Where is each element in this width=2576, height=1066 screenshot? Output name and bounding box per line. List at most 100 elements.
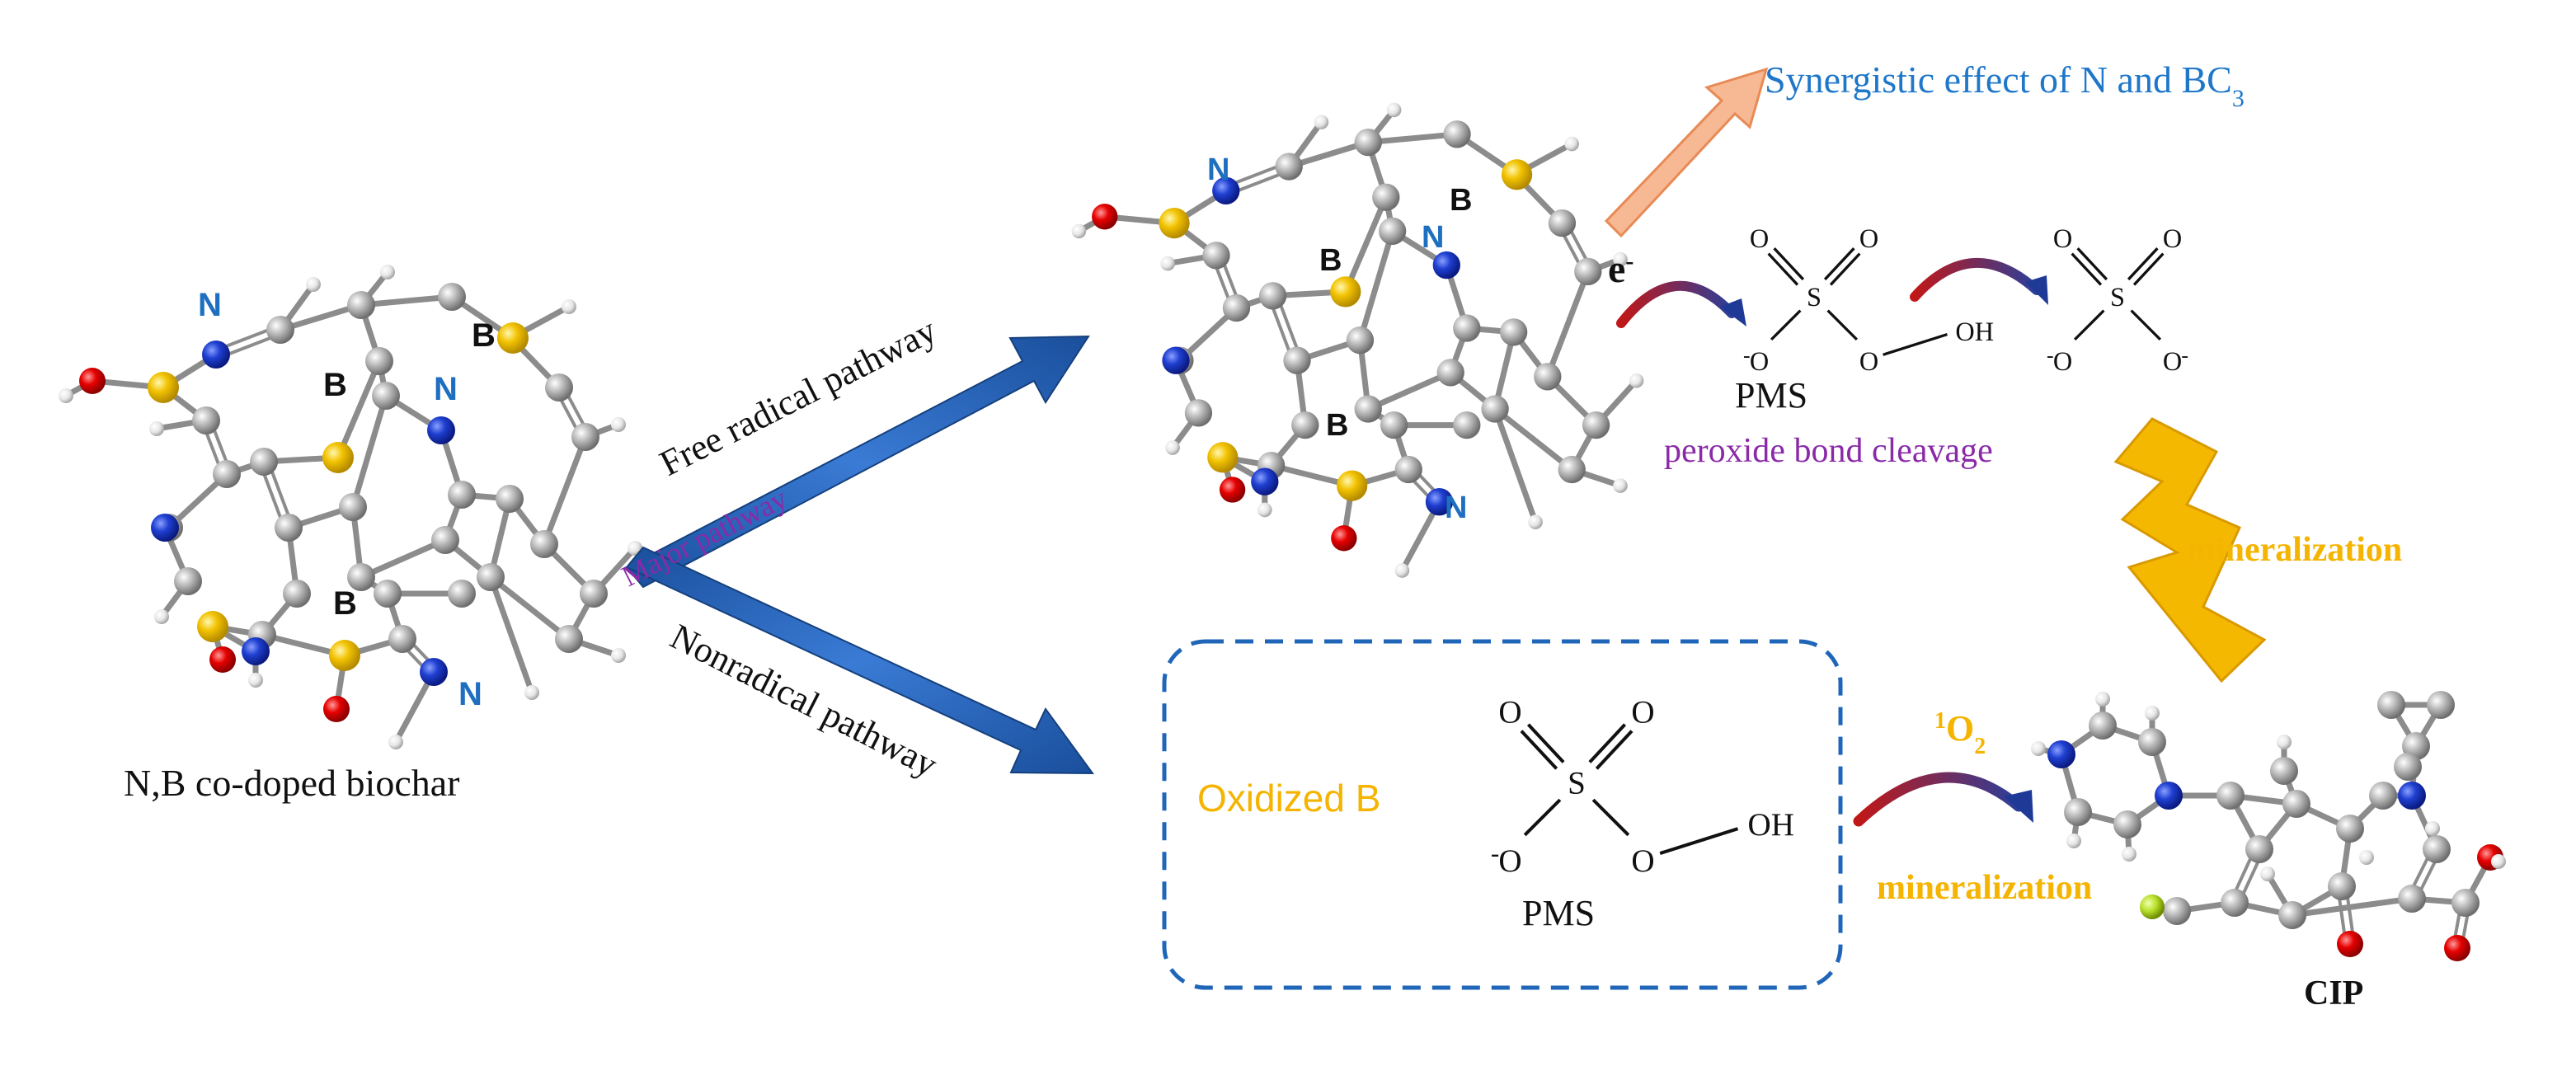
carbon-atom (1534, 363, 1562, 391)
activated-atom-labels: N B B N B N (1207, 153, 1472, 525)
nitrogen-atom (1251, 467, 1279, 495)
carbon-atom (213, 460, 241, 488)
synergy-text: Synergistic effect of N and BC3 (1765, 59, 2245, 112)
nonradical-arrow (625, 546, 1094, 775)
hydrogen-atom (149, 421, 164, 436)
bond (2289, 895, 2415, 918)
biochar-label-b2: B (472, 317, 496, 354)
charge-symbol: - (1743, 343, 1751, 367)
carbon-atom (347, 563, 375, 591)
bond (1356, 228, 1396, 344)
so-double-bond (1767, 252, 1799, 286)
hydrogen-atom (1071, 223, 1087, 239)
boron-atom (1207, 442, 1239, 473)
free-radical-label: Free radical pathway (653, 310, 942, 484)
cleavage-arrow (1910, 258, 2048, 305)
carbon-atom (2216, 782, 2245, 810)
biochar-molecule (59, 265, 642, 749)
oxygen-symbol: O (2053, 346, 2072, 376)
bond (277, 302, 364, 333)
oxygen-atom (79, 368, 106, 394)
carbon-atom (1453, 314, 1481, 342)
hydrogen-atom (59, 388, 73, 403)
free-radical-arrow (625, 335, 1090, 589)
carbon-atom (571, 423, 599, 451)
charge-symbol: - (2181, 343, 2188, 367)
hydrogen-atom (2095, 692, 2110, 707)
carbon-atom (1283, 346, 1311, 374)
carbon-atom (2163, 897, 2191, 925)
carbon-atom (1499, 318, 1528, 346)
activated-label-n1: N (1207, 153, 1229, 187)
bond (335, 358, 383, 461)
nitrogen-atom (427, 416, 455, 444)
bond (1365, 131, 1460, 146)
bond (358, 294, 455, 308)
hydrogen-atom (2122, 847, 2136, 862)
hydrogen-atom (1165, 440, 1180, 455)
carbon-atom (339, 493, 367, 521)
charge-symbol: - (1491, 839, 1499, 868)
so-single-bond (2130, 309, 2162, 341)
so-double-bond (1588, 723, 1627, 763)
hydroxyl-symbol: OH (1955, 317, 1994, 346)
carbon-atom (1202, 242, 1230, 270)
peroxide-cleavage-label: peroxide bond cleavage (1664, 432, 1993, 470)
sulfur-symbol: S (1807, 282, 1822, 312)
oxygen-symbol: O (2163, 346, 2182, 376)
sulfur-symbol: S (2110, 282, 2125, 312)
carbon-atom (1378, 217, 1407, 246)
biochar-label-b3: B (333, 585, 357, 622)
hydrogen-atom (1613, 478, 1628, 493)
carbon-atom (2328, 872, 2356, 900)
carbon-atom (388, 625, 416, 653)
hydrogen-atom (1314, 115, 1329, 129)
activated-label-b1: B (1450, 183, 1472, 218)
hydrogen-atom (2277, 735, 2292, 749)
carbon-atom (2398, 885, 2426, 913)
singlet-oxygen-label: 1O2 (1934, 708, 1986, 759)
oxygen-atom (1092, 204, 1118, 230)
mineralization-label-nonradical: mineralization (1877, 869, 2092, 907)
hydrogen-atom (611, 648, 626, 663)
activated-biochar-molecule (1071, 102, 1644, 578)
carbon-atom (1558, 455, 1586, 484)
synergy-arrow (1604, 67, 1769, 238)
pms-label-top: PMS (1735, 375, 1807, 416)
bond (487, 574, 572, 642)
biochar-caption: N,B co-doped biochar (124, 762, 460, 804)
nitrogen-atom (2047, 740, 2075, 768)
boron-atom (1330, 276, 1361, 308)
bond (1342, 194, 1389, 295)
carbon-atom (555, 625, 583, 653)
singlet-oxygen-arrow (1853, 772, 2033, 827)
carbon-atom (2451, 889, 2480, 917)
hydrogen-atom (248, 673, 263, 688)
bond (1492, 406, 1575, 472)
so-double-bond (2076, 247, 2108, 281)
hydrogen-atom (380, 265, 395, 279)
carbon-atom (545, 373, 573, 402)
carbon-atom (372, 382, 400, 410)
so-double-bond (1823, 247, 1855, 281)
hydrogen-atom (2031, 741, 2046, 756)
biochar-label-b1: B (323, 367, 347, 403)
carbon-atom (1481, 395, 1509, 423)
so-single-bond (2073, 309, 2105, 341)
so-single-bond (1770, 309, 1802, 341)
carbon-atom (2089, 711, 2117, 740)
nitrogen-atom (1162, 346, 1190, 374)
carbon-atom (580, 580, 608, 608)
hydrogen-atom (2260, 866, 2275, 881)
hydrogen-atom (1528, 514, 1543, 530)
nitrogen-atom (2155, 782, 2183, 810)
bond (350, 392, 389, 510)
oxygen-symbol: O (1498, 843, 1521, 879)
hydrogen-atom (2425, 821, 2440, 836)
carbon-atom (2394, 753, 2422, 781)
oxygen-atom (2337, 931, 2363, 957)
carbon-atom (2270, 757, 2298, 785)
